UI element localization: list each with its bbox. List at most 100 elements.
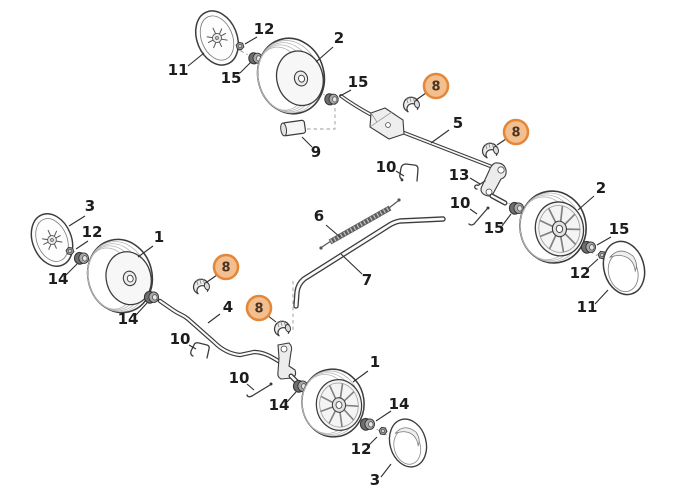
part-number-callout: 3 bbox=[85, 197, 95, 215]
highlighted-part-badge[interactable]: 8 bbox=[502, 118, 530, 146]
part-number-callout: 11 bbox=[168, 61, 189, 79]
hubcap-front bbox=[596, 235, 652, 301]
rear-left-wheel-assembly bbox=[187, 3, 340, 137]
callout-leader-line bbox=[207, 313, 221, 324]
axle-bushing bbox=[400, 93, 422, 114]
badge-leader-line bbox=[206, 274, 218, 283]
highlighted-part-number: 8 bbox=[431, 80, 440, 95]
callout-leader-line bbox=[340, 253, 363, 275]
callout-leader-line bbox=[585, 258, 599, 271]
part-number-callout: 4 bbox=[223, 298, 233, 316]
callout-leader-line bbox=[339, 89, 352, 97]
callout-leader-line bbox=[430, 129, 450, 144]
badge-leader-line bbox=[496, 138, 507, 146]
wheel-spoked bbox=[513, 184, 593, 270]
part-number-callout: 2 bbox=[334, 29, 344, 47]
highlighted-part-number: 8 bbox=[254, 302, 263, 317]
part-number-callout: 3 bbox=[370, 471, 380, 489]
spring-clip-pin-upper bbox=[399, 163, 419, 182]
highlight-circle[interactable] bbox=[245, 294, 273, 322]
callout-leader-line bbox=[325, 224, 341, 238]
callout-leader-line bbox=[395, 170, 405, 177]
callout-leader-line bbox=[68, 215, 86, 227]
callout-leader-line bbox=[366, 436, 378, 448]
wheel-bearing bbox=[73, 250, 90, 266]
part-number-callout: 14 bbox=[389, 395, 410, 413]
callout-leader-line bbox=[380, 463, 392, 478]
spring-clip-pin-left bbox=[190, 342, 210, 359]
front-axle-shaft-core bbox=[159, 300, 284, 366]
callout-leader-line bbox=[187, 52, 205, 67]
highlight-circle[interactable] bbox=[422, 72, 450, 100]
front-axle-assembly bbox=[152, 275, 302, 398]
highlighted-part-number: 8 bbox=[511, 126, 520, 141]
callout-leader-line bbox=[239, 61, 252, 74]
callout-leader-line bbox=[315, 46, 334, 63]
height-adjust-lever-rear bbox=[480, 162, 508, 206]
callout-leader-line bbox=[65, 263, 78, 276]
part-number-callout: 10 bbox=[170, 330, 191, 348]
part-number-callout: 5 bbox=[453, 114, 463, 132]
adjuster-lever-tube bbox=[293, 216, 446, 309]
highlight-circle[interactable] bbox=[502, 118, 530, 146]
spacer-sleeve bbox=[280, 119, 307, 137]
callout-leader-line bbox=[596, 236, 612, 246]
axle-bushing bbox=[479, 139, 501, 160]
hubcap-back bbox=[187, 3, 247, 73]
callout-leader-line bbox=[188, 344, 197, 350]
part-number-callout: 15 bbox=[484, 219, 505, 237]
callout-leader-line bbox=[469, 208, 478, 215]
retainer-pin-13 bbox=[474, 180, 486, 190]
callout-leader-line bbox=[286, 391, 297, 403]
part-number-callout: 6 bbox=[314, 207, 324, 225]
wheel-bearing bbox=[580, 239, 597, 255]
wheel-bearing bbox=[143, 289, 160, 305]
callout-leader-line bbox=[594, 289, 609, 305]
callout-leader-line bbox=[577, 195, 595, 211]
part-number-callout: 15 bbox=[221, 69, 242, 87]
part-number-callout: 12 bbox=[570, 264, 591, 282]
spring-clip-pin-bottom bbox=[246, 382, 273, 398]
rear-axle-assembly bbox=[339, 93, 508, 226]
callout-leader-line bbox=[469, 177, 481, 185]
part-number-callout: 14 bbox=[118, 310, 139, 328]
spacer-reference-dash bbox=[307, 103, 336, 130]
part-number-callout: 2 bbox=[596, 179, 606, 197]
part-number-callout: 7 bbox=[362, 271, 372, 289]
badge-leader-line bbox=[415, 92, 427, 101]
callout-leader-line bbox=[135, 302, 148, 316]
height-adjust-lever-front bbox=[277, 342, 302, 387]
highlighted-part-badge[interactable]: 8 bbox=[212, 253, 240, 281]
part-number-callout: 15 bbox=[609, 220, 630, 238]
wheel-smooth bbox=[248, 29, 334, 123]
hubcap-back bbox=[23, 206, 81, 274]
spring-clip-pin-lower bbox=[468, 206, 490, 226]
callout-leader-line bbox=[246, 383, 255, 391]
highlighted-part-badge[interactable]: 8 bbox=[422, 72, 450, 100]
rear-right-wheel-assembly bbox=[508, 184, 652, 301]
hex-nut bbox=[378, 426, 388, 436]
part-number-callout: 10 bbox=[450, 194, 471, 212]
part-number-callout: 14 bbox=[48, 270, 69, 288]
highlighted-part-badge[interactable]: 8 bbox=[245, 294, 273, 322]
callout-leader-line bbox=[375, 410, 392, 422]
part-number-callout: 1 bbox=[370, 353, 380, 371]
part-number-callout: 9 bbox=[311, 143, 321, 161]
part-number-callout: 11 bbox=[577, 298, 598, 316]
callout-leader-line bbox=[301, 136, 313, 148]
part-number-callout: 10 bbox=[376, 158, 397, 176]
wheel-bearing bbox=[323, 92, 340, 107]
callout-leader-line bbox=[501, 213, 512, 227]
part-number-callout: 1 bbox=[154, 228, 164, 246]
callout-leader-line bbox=[137, 245, 154, 258]
highlight-circle[interactable] bbox=[212, 253, 240, 281]
part-number-callout: 12 bbox=[351, 440, 372, 458]
callout-leader-line bbox=[352, 370, 369, 383]
callout-leader-line bbox=[244, 36, 258, 45]
part-number-callout: 13 bbox=[449, 166, 470, 184]
axle-bushing bbox=[190, 275, 212, 296]
part-number-callout: 15 bbox=[348, 73, 369, 91]
